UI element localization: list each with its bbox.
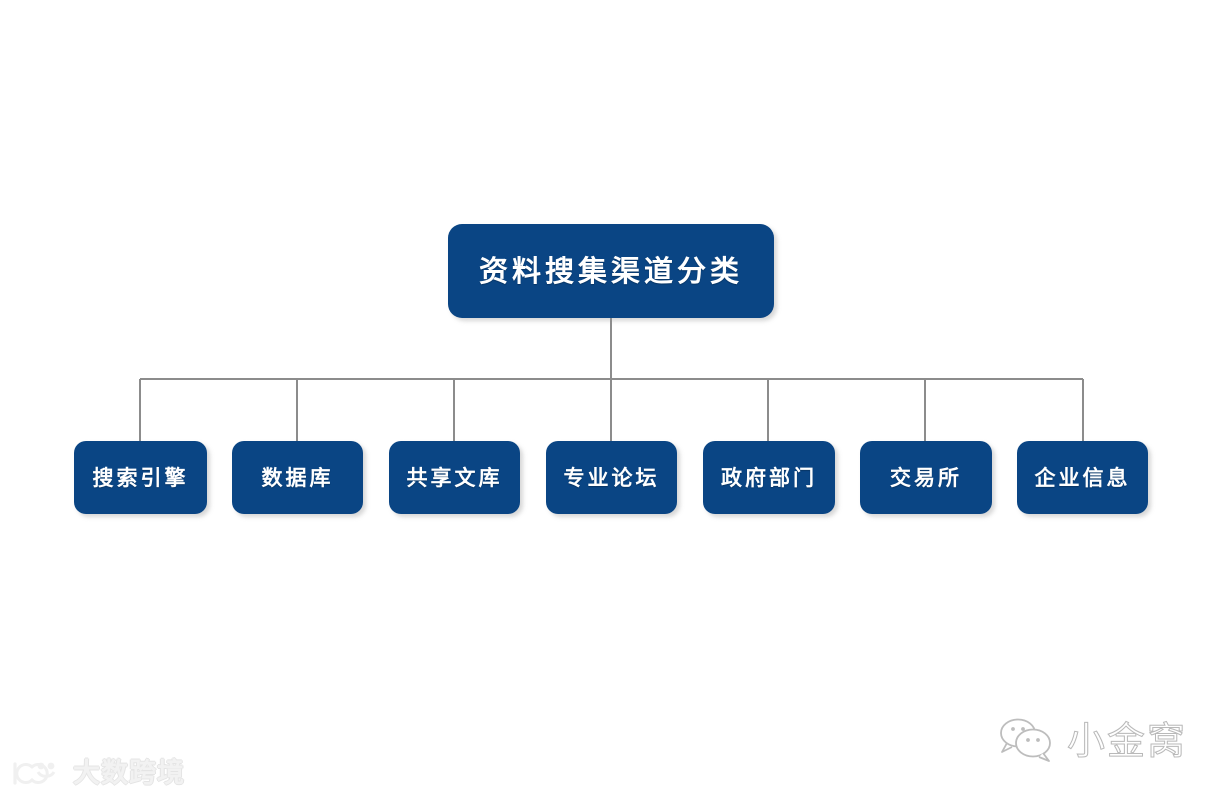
watermark-left: 大数跨境 [8, 758, 185, 788]
node-root[interactable]: 资料搜集渠道分类 [448, 224, 774, 318]
node-child-label: 共享文库 [406, 465, 503, 490]
node-root-label: 资料搜集渠道分类 [478, 253, 743, 288]
node-child-search-engine[interactable]: 搜索引擎 [74, 441, 207, 514]
node-child-shared-library[interactable]: 共享文库 [389, 441, 520, 514]
watermark-left-text: 大数跨境 [73, 757, 185, 789]
node-child-exchange[interactable]: 交易所 [860, 441, 992, 514]
node-child-label: 专业论坛 [563, 465, 660, 490]
node-child-label: 数据库 [261, 465, 334, 490]
node-child-label: 搜索引擎 [92, 465, 189, 490]
node-child-government-department[interactable]: 政府部门 [703, 441, 835, 514]
node-child-label: 企业信息 [1034, 465, 1131, 490]
node-child-database[interactable]: 数据库 [232, 441, 363, 514]
node-child-enterprise-info[interactable]: 企业信息 [1017, 441, 1148, 514]
node-child-professional-forum[interactable]: 专业论坛 [546, 441, 677, 514]
dashuguoji-logo-icon [8, 758, 64, 788]
wechat-bubbles-icon [997, 716, 1057, 766]
watermark-right-text: 小金窝 [1066, 719, 1188, 763]
watermark-right: 小金窝 [997, 716, 1187, 766]
node-child-label: 政府部门 [721, 465, 817, 490]
node-child-label: 交易所 [890, 465, 962, 490]
